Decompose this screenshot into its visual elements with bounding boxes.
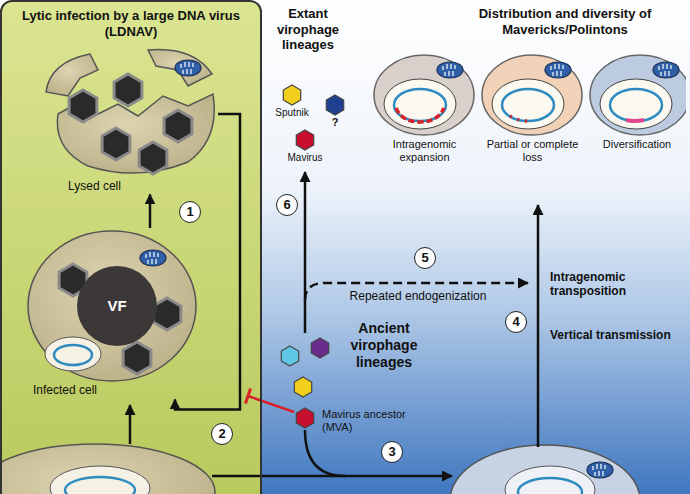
mitochondrion — [140, 250, 166, 266]
virion — [114, 74, 142, 106]
maverick-copies — [396, 108, 444, 122]
virion — [69, 90, 97, 122]
host-cell-bottom-right — [450, 445, 640, 494]
mitochondrion — [653, 62, 679, 78]
host-genome — [54, 345, 92, 365]
cell-fragment — [148, 50, 212, 87]
cell-fragment — [46, 54, 98, 96]
integration-arrow-branch — [305, 430, 345, 476]
node-label: VF — [107, 297, 126, 315]
virion — [139, 142, 167, 174]
node-label: Lytic infection by a large DNA virus (LD… — [2, 2, 260, 39]
virion — [164, 110, 192, 142]
callout-number: 5 — [414, 247, 436, 269]
host-genome — [502, 89, 554, 121]
virion — [123, 342, 151, 374]
virophage-name: Mavirus — [277, 152, 333, 164]
virion — [102, 128, 130, 160]
lineage-arrow — [304, 172, 307, 333]
cell-body — [590, 55, 686, 135]
lytic-panel-fill — [1, 1, 261, 494]
ancient-virophages — [281, 338, 328, 428]
nucleus — [384, 79, 456, 129]
infected-cell: Infected cell VF — [25, 228, 200, 399]
virophage-name: ? — [327, 116, 343, 129]
viral-factory: VF — [77, 266, 157, 346]
cell-loss: Partial or complete loss — [480, 52, 585, 164]
callout-number: 6 — [276, 194, 298, 216]
cell-expansion-picture — [372, 52, 477, 138]
cell-body — [374, 55, 474, 135]
process-label: Intragenomic transposition — [550, 270, 682, 299]
nucleus — [45, 337, 101, 371]
mitochondrion — [545, 62, 571, 78]
section-heading: Ancient virophage lineages — [338, 320, 430, 370]
maverick-remnants — [510, 116, 532, 121]
virophage-name: Sputnik — [266, 107, 318, 119]
cell-loss-picture — [480, 52, 585, 138]
cycle-arrow — [149, 194, 152, 228]
virophage-name: Mavirus ancestor (MVA) — [322, 408, 420, 434]
callout-number: 3 — [381, 441, 403, 463]
cell-diversification-picture — [588, 52, 686, 138]
callout-number: 4 — [505, 311, 527, 333]
infection-arrow — [129, 405, 132, 444]
cell-expansion: Intragenomic expansion — [372, 52, 477, 164]
node-label: Intragenomic expansion — [372, 138, 477, 164]
maverick-variant — [626, 120, 644, 121]
node-label: Lysed cell — [28, 179, 218, 194]
node-label: Partial or complete loss — [480, 138, 585, 164]
nucleus — [492, 79, 564, 129]
callout-number: 2 — [211, 423, 233, 445]
host-cell-bottom-left — [0, 444, 215, 494]
node-label: Infected cell — [25, 383, 200, 399]
nucleus — [600, 79, 672, 129]
virion — [153, 298, 181, 330]
host-genome — [610, 89, 662, 121]
callout-number: 1 — [179, 201, 201, 223]
lytic-panel: Lytic infection by a large DNA virus (LD… — [0, 0, 262, 494]
node-label: Diversification — [588, 138, 686, 151]
section-heading: Extant virophage lineages — [266, 6, 350, 53]
lysed-cell: Lysed cell — [28, 44, 218, 194]
process-label: Repeated endogenization — [333, 289, 503, 303]
cell-body — [482, 55, 582, 135]
infected-cell-body — [28, 231, 196, 381]
inhibition-line — [245, 388, 294, 412]
vertical-arrow — [537, 205, 540, 447]
lysed-cell-picture — [28, 44, 218, 179]
process-label: Vertical transmission — [550, 328, 682, 342]
section-heading: Distribution and diversity of Mavericks/… — [465, 6, 665, 37]
cell-diversification: Diversification — [588, 52, 686, 151]
mitochondrion — [437, 62, 463, 78]
host-genome — [394, 89, 446, 121]
mitochondrion — [175, 60, 201, 76]
